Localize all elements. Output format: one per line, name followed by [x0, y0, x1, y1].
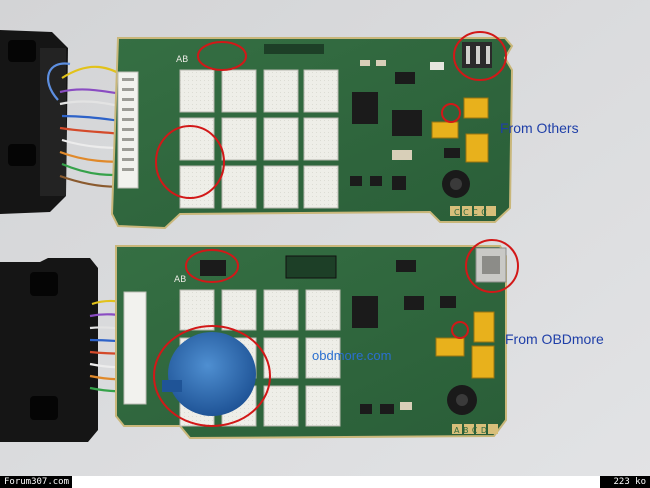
- bottom-board-caption: From OBDmore: [505, 331, 604, 347]
- bottom-obd-connector: [0, 258, 98, 442]
- top-pcb-board: AB: [110, 37, 514, 230]
- top-pad-letters: CCCC: [454, 208, 490, 217]
- bottom-pad-letters: ABCD: [454, 426, 491, 435]
- top-smd-components: [264, 44, 460, 190]
- footer-source-label: Forum307.com: [0, 476, 72, 488]
- top-pin-header: [462, 42, 492, 68]
- bottom-pcb-board: ABCD AB: [115, 245, 507, 440]
- bottom-smd-components: [200, 255, 456, 414]
- footer-bar: Forum307.com 223 ko: [0, 476, 650, 488]
- bottom-tantalum-capacitors: [435, 311, 495, 379]
- top-highlight-circles: [155, 31, 507, 199]
- top-board-caption: From Others: [500, 120, 579, 136]
- top-board-logo: AB: [176, 55, 188, 65]
- top-tantalum-capacitors: [431, 97, 489, 163]
- bottom-blue-disc-capacitor: [162, 332, 256, 416]
- bottom-board-logo: AB: [174, 275, 186, 285]
- bottom-highlight-circles: [153, 239, 519, 427]
- bottom-corner-pads: [452, 424, 498, 434]
- top-obd-connector: [0, 30, 68, 214]
- top-relay-grid: [179, 69, 339, 209]
- watermark-text: obdmore.com: [312, 348, 392, 363]
- footer-size-label: 223 ko: [600, 476, 650, 488]
- top-corner-pads: [450, 206, 496, 216]
- bottom-power-jack: [475, 247, 507, 283]
